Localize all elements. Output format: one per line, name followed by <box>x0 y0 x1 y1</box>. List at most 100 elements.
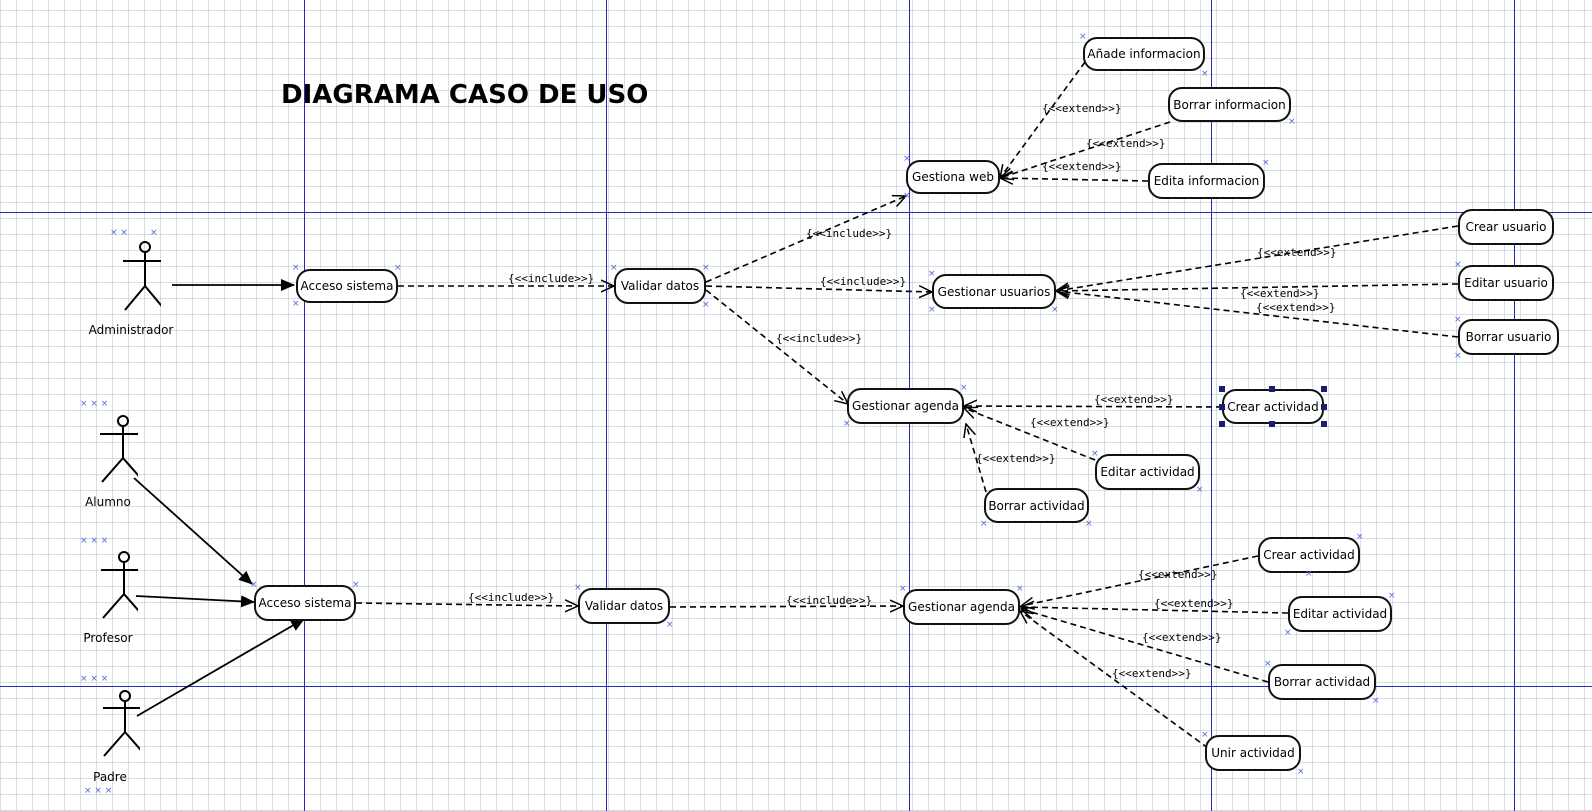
usecase-editar-usuario[interactable]: Editar usuario <box>1458 265 1554 301</box>
usecase-validar-datos[interactable]: Validar datos <box>578 588 670 624</box>
extend-editar-actividad-2 <box>1021 607 1289 613</box>
usecase-anade-informacion[interactable]: Añade informacion <box>1083 37 1205 71</box>
port-marker: × <box>843 419 851 429</box>
include-label: {<<include>>} <box>806 227 893 240</box>
actor-alumno[interactable]: Alumno <box>63 412 153 509</box>
usecase-crear-actividad[interactable]: Crear actividad <box>1258 537 1360 573</box>
usecase-borrar-actividad[interactable]: Borrar actividad <box>984 488 1089 523</box>
extend-label: {<<extend>>} <box>976 452 1056 465</box>
horizontal-guide-line <box>0 212 1592 213</box>
extend-label: {<<extend>>} <box>1086 137 1166 150</box>
extend-borrar-usuario <box>1056 291 1459 338</box>
port-marker: × × × <box>84 786 113 796</box>
include-validar-gestionarusuarios <box>705 286 932 292</box>
actor-profesor[interactable]: Profesor <box>63 548 153 645</box>
port-marker: × <box>960 383 968 393</box>
selection-handle[interactable] <box>1321 386 1327 392</box>
extend-label: {<<extend>>} <box>1094 393 1174 406</box>
port-marker: × <box>1196 485 1204 495</box>
extend-label: {<<extend>>} <box>1257 246 1337 259</box>
usecase-edita-informacion[interactable]: Edita informacion <box>1148 163 1265 199</box>
include-acceso-validar-2 <box>355 603 578 606</box>
actor-administrador[interactable]: Administrador <box>86 238 176 337</box>
association-padre <box>136 618 305 717</box>
association-alumno <box>133 477 253 585</box>
port-marker: × <box>1305 569 1313 579</box>
extend-label: {<<extend>>} <box>1030 416 1110 429</box>
extend-label: {<<extend>>} <box>1142 631 1222 644</box>
extend-anade <box>1000 61 1086 178</box>
usecase-acceso-sistema[interactable]: Acceso sistema <box>296 269 398 303</box>
include-validar-gestionaragenda-1 <box>705 289 848 404</box>
usecase-crear-actividad[interactable]: Crear actividad <box>1222 389 1324 424</box>
port-marker: × <box>899 584 907 594</box>
port-marker: × <box>1201 730 1209 740</box>
usecase-editar-actividad[interactable]: Editar actividad <box>1095 454 1200 490</box>
vertical-guide-line <box>1211 0 1212 811</box>
extend-label: {<<extend>>} <box>1154 597 1234 610</box>
port-marker: × <box>1454 315 1462 325</box>
usecase-unir-actividad[interactable]: Unir actividad <box>1205 735 1301 771</box>
port-marker: × <box>666 620 674 630</box>
extend-label: {<<extend>>} <box>1042 102 1122 115</box>
port-marker: × <box>1201 69 1209 79</box>
port-marker: × <box>928 269 936 279</box>
actor-padre[interactable]: Padre <box>65 688 155 784</box>
vertical-guide-line <box>606 0 607 811</box>
port-marker: × <box>1297 767 1305 777</box>
usecase-gestionar-usuarios[interactable]: Gestionar usuarios <box>932 274 1056 309</box>
port-marker: × <box>292 263 300 273</box>
include-validar-gestionaweb <box>705 196 906 283</box>
extend-label: {<<extend>>} <box>1256 301 1336 314</box>
port-marker: × <box>352 580 360 590</box>
port-marker: × <box>1454 260 1462 270</box>
usecase-validar-datos[interactable]: Validar datos <box>614 268 706 304</box>
port-marker: × <box>1262 158 1270 168</box>
port-marker: × <box>928 305 936 315</box>
usecase-borrar-actividad[interactable]: Borrar actividad <box>1268 664 1376 700</box>
include-label: {<<include>>} <box>776 332 863 345</box>
port-marker: × <box>1284 628 1292 638</box>
port-marker: × <box>394 263 402 273</box>
actor-label: Padre <box>93 770 127 784</box>
port-marker: × <box>1085 519 1093 529</box>
stick-figure-icon <box>123 241 161 311</box>
usecase-gestiona-web[interactable]: Gestiona web <box>906 160 1000 194</box>
usecase-acceso-sistema[interactable]: Acceso sistema <box>254 585 356 621</box>
port-marker: × <box>150 228 158 238</box>
port-marker: × <box>1091 449 1099 459</box>
selection-handle[interactable] <box>1219 386 1225 392</box>
port-marker: × <box>1264 659 1272 669</box>
horizontal-guide-line <box>0 686 1592 687</box>
port-marker: × <box>250 580 258 590</box>
port-marker: × × <box>110 228 128 238</box>
stick-figure-icon <box>100 415 138 483</box>
extend-crear-actividad-2 <box>1021 555 1259 606</box>
actor-label: Administrador <box>88 323 174 337</box>
extend-label: {<<extend>>} <box>1240 287 1320 300</box>
usecase-gestionar-agenda[interactable]: Gestionar agenda <box>903 589 1020 625</box>
association-profesor <box>135 595 255 608</box>
selection-handle[interactable] <box>1321 421 1327 427</box>
usecase-gestionar-agenda[interactable]: Gestionar agenda <box>847 388 964 424</box>
vertical-guide-line <box>1514 0 1515 811</box>
port-marker: × <box>1051 305 1059 315</box>
usecase-editar-actividad[interactable]: Editar actividad <box>1288 596 1392 632</box>
usecase-crear-usuario[interactable]: Crear usuario <box>1458 209 1554 245</box>
selection-handle[interactable] <box>1269 421 1275 427</box>
stick-figure-icon <box>101 551 138 619</box>
selection-handle[interactable] <box>1269 386 1275 392</box>
selection-handle[interactable] <box>1219 421 1225 427</box>
include-label: {<<include>>} <box>786 594 873 607</box>
extend-crear-actividad-1 <box>964 406 1223 407</box>
usecase-borrar-usuario[interactable]: Borrar usuario <box>1458 319 1559 355</box>
port-marker: × <box>610 263 618 273</box>
extend-label: {<<extend>>} <box>1112 667 1192 680</box>
selection-handle[interactable] <box>1219 404 1225 410</box>
port-marker: × <box>903 191 911 201</box>
usecase-borrar-informacion[interactable]: Borrar informacion <box>1168 87 1291 122</box>
vertical-guide-line <box>304 0 305 811</box>
port-marker: × <box>702 300 710 310</box>
selection-handle[interactable] <box>1321 404 1327 410</box>
